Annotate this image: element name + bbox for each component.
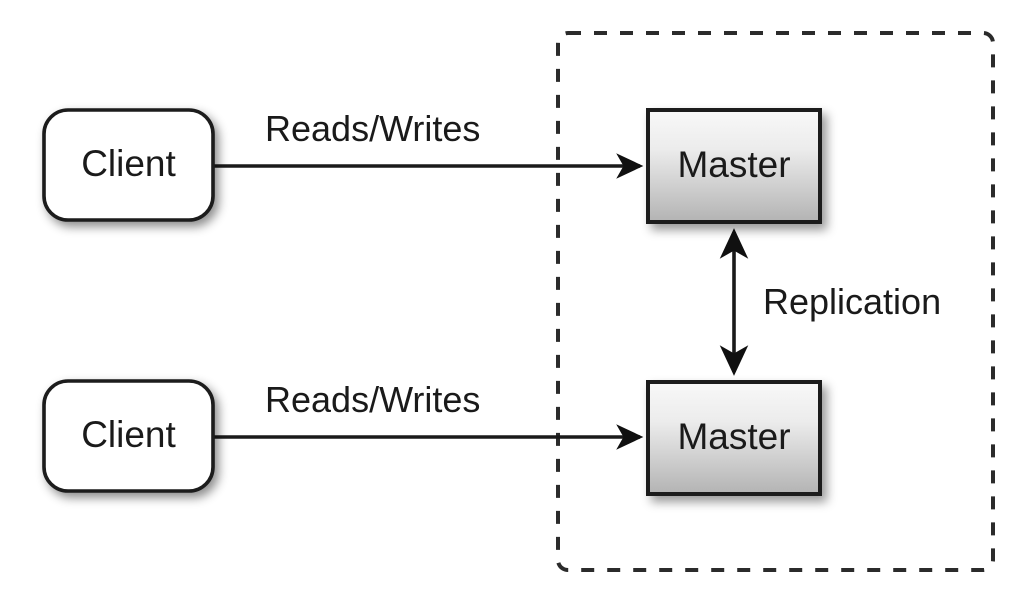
node-master-top-label: Master	[677, 144, 790, 185]
edge-label-reads-writes-bottom: Reads/Writes	[265, 379, 480, 420]
node-master-bottom-label: Master	[677, 416, 790, 457]
replication-cluster-boundary	[556, 31, 995, 572]
node-client-top-label: Client	[81, 143, 176, 184]
node-master-top[interactable]: Master	[646, 108, 822, 224]
edge-label-replication: Replication	[763, 281, 941, 322]
node-master-bottom[interactable]: Master	[646, 380, 822, 496]
edge-label-reads-writes-top: Reads/Writes	[265, 108, 480, 149]
node-client-top[interactable]: Client	[42, 108, 215, 222]
node-client-bottom-label: Client	[81, 414, 176, 455]
node-client-bottom[interactable]: Client	[42, 379, 215, 493]
